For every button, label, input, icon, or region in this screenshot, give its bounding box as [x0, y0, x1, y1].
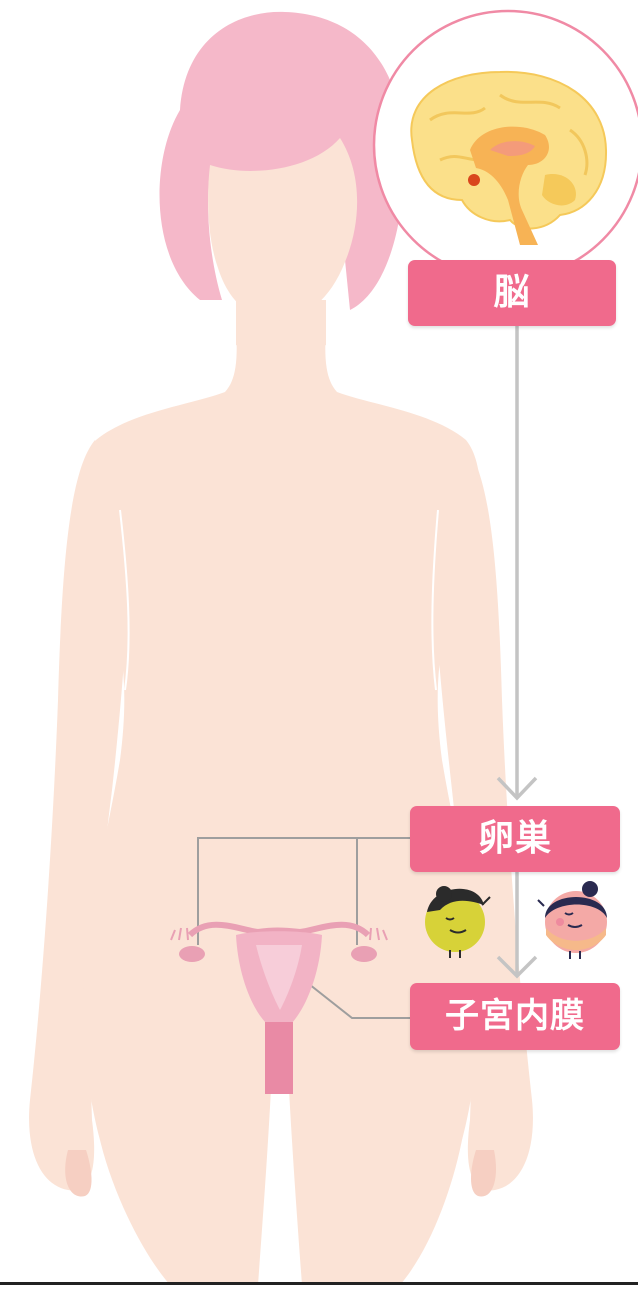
- body-silhouette: [29, 300, 533, 1285]
- brain-label: 脳: [408, 260, 616, 326]
- brain-callout: [374, 11, 638, 279]
- head: [160, 12, 404, 320]
- brain-to-ovary-arrow: [498, 326, 536, 798]
- ovary-label: 卵巣: [410, 806, 620, 872]
- endometrium-label: 子宮内膜: [410, 983, 620, 1050]
- pink-egg-character-icon: [538, 881, 607, 959]
